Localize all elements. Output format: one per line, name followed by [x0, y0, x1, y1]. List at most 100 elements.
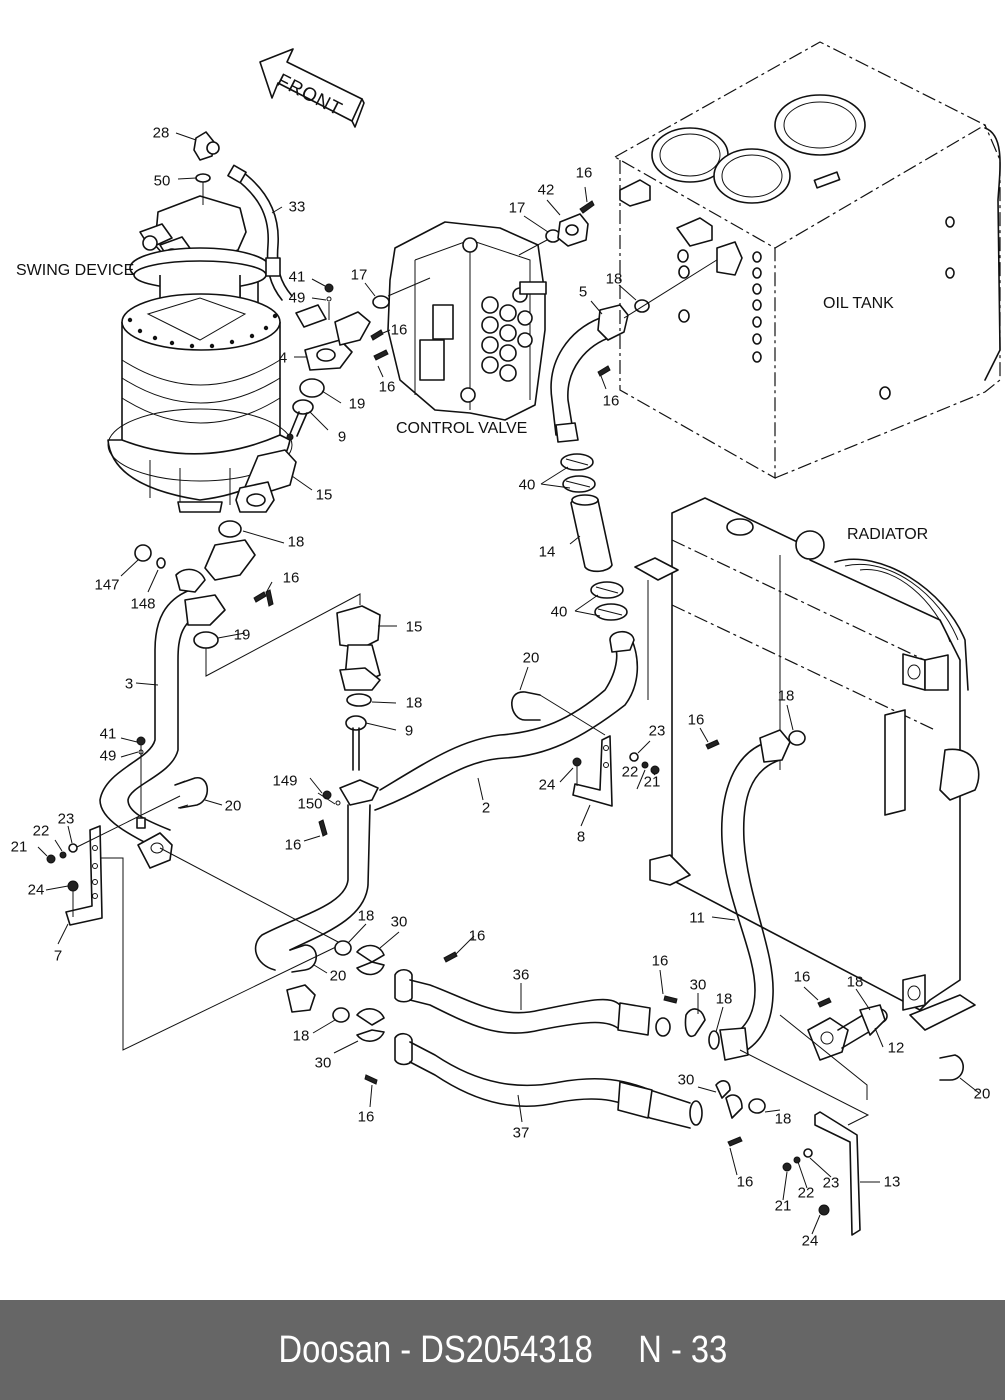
callout-49[interactable]: 49: [99, 747, 117, 765]
callout-20[interactable]: 20: [522, 649, 540, 667]
callout-41[interactable]: 41: [99, 725, 117, 743]
callout-15[interactable]: 15: [405, 618, 423, 636]
callout-14[interactable]: 14: [538, 543, 556, 561]
callout-9[interactable]: 9: [404, 722, 414, 740]
pipe-2: [374, 630, 639, 811]
callout-33[interactable]: 33: [288, 198, 306, 216]
pipe-joint-lower-center: [254, 779, 379, 971]
callout-21[interactable]: 21: [643, 773, 661, 791]
control-valve-drawing: [387, 221, 547, 421]
callout-4[interactable]: 4: [278, 349, 288, 367]
callout-23[interactable]: 23: [57, 810, 75, 828]
callout-50[interactable]: 50: [153, 172, 171, 190]
callout-18[interactable]: 18: [292, 1027, 310, 1045]
callout-12[interactable]: 12: [887, 1039, 905, 1057]
callout-8[interactable]: 8: [576, 828, 586, 846]
callout-16[interactable]: 16: [575, 164, 593, 182]
callout-49[interactable]: 49: [288, 289, 306, 307]
callout-20[interactable]: 20: [329, 967, 347, 985]
callout-28[interactable]: 28: [152, 124, 170, 142]
callout-24[interactable]: 24: [801, 1232, 819, 1250]
callout-149[interactable]: 149: [272, 772, 298, 790]
hose-clamps-40-upper: [560, 453, 596, 493]
callout-18[interactable]: 18: [357, 907, 375, 925]
callout-24[interactable]: 24: [27, 881, 45, 899]
callout-20[interactable]: 20: [224, 797, 242, 815]
callout-18[interactable]: 18: [777, 687, 795, 705]
diagram-line-art: [37, 41, 1001, 1236]
callout-21[interactable]: 21: [774, 1197, 792, 1215]
callout-16[interactable]: 16: [602, 392, 620, 410]
callout-30[interactable]: 30: [689, 976, 707, 994]
callout-16[interactable]: 16: [378, 378, 396, 396]
callout-30[interactable]: 30: [390, 913, 408, 931]
callout-40[interactable]: 40: [550, 603, 568, 621]
rubber-hose-14: [570, 494, 613, 573]
callout-22[interactable]: 22: [797, 1184, 815, 1202]
hose-33: [227, 164, 327, 328]
footer-title: Doosan - DS2054318 N - 33: [278, 1329, 727, 1372]
callout-23[interactable]: 23: [822, 1174, 840, 1192]
callout-18[interactable]: 18: [846, 973, 864, 991]
callout-24[interactable]: 24: [538, 776, 556, 794]
callout-21[interactable]: 21: [10, 838, 28, 856]
callout-22[interactable]: 22: [621, 763, 639, 781]
callout-17[interactable]: 17: [350, 266, 368, 284]
reducer-15-upper: [235, 449, 297, 513]
callout-20[interactable]: 20: [973, 1085, 991, 1103]
callout-11[interactable]: 11: [689, 909, 705, 927]
callout-2[interactable]: 2: [481, 799, 491, 817]
callout-22[interactable]: 22: [32, 822, 50, 840]
callout-19[interactable]: 19: [348, 395, 366, 413]
callout-42[interactable]: 42: [537, 181, 555, 199]
callout-23[interactable]: 23: [648, 722, 666, 740]
callout-16[interactable]: 16: [687, 711, 705, 729]
callout-40[interactable]: 40: [518, 476, 536, 494]
callout-16[interactable]: 16: [390, 321, 408, 339]
callout-7[interactable]: 7: [53, 947, 63, 965]
footer-brand: Doosan: [278, 1328, 391, 1371]
callout-37[interactable]: 37: [512, 1124, 530, 1142]
callout-3[interactable]: 3: [124, 675, 134, 693]
callout-18[interactable]: 18: [405, 694, 423, 712]
callout-16[interactable]: 16: [651, 952, 669, 970]
hose-36: [394, 968, 671, 1037]
footer-gap: [592, 1329, 637, 1371]
bolts-16: [253, 329, 832, 1147]
u-bolt-20-lower: [286, 944, 318, 1013]
callout-16[interactable]: 16: [284, 836, 302, 854]
callout-36[interactable]: 36: [512, 966, 530, 984]
callout-41[interactable]: 41: [288, 268, 306, 286]
hose-37: [394, 1032, 703, 1129]
footer-separator: -: [390, 1328, 420, 1371]
callout-5[interactable]: 5: [578, 283, 588, 301]
callout-17[interactable]: 17: [508, 199, 526, 217]
callout-18[interactable]: 18: [287, 533, 305, 551]
callout-150[interactable]: 150: [297, 795, 323, 813]
o-ring-148: [156, 557, 166, 569]
callout-148[interactable]: 148: [130, 595, 156, 613]
callout-18[interactable]: 18: [715, 990, 733, 1008]
swing-device-label: SWING DEVICE: [16, 262, 135, 279]
callout-18[interactable]: 18: [774, 1110, 792, 1128]
u-bolt-20: [174, 777, 209, 809]
callout-30[interactable]: 30: [314, 1054, 332, 1072]
callout-16[interactable]: 16: [468, 927, 486, 945]
callout-9[interactable]: 9: [337, 428, 347, 446]
pipe-12: [807, 1004, 886, 1061]
callout-18[interactable]: 18: [605, 270, 623, 288]
callout-30[interactable]: 30: [677, 1071, 695, 1089]
front-arrow-icon: [259, 48, 365, 128]
callout-19[interactable]: 19: [233, 626, 251, 644]
callout-16[interactable]: 16: [736, 1173, 754, 1191]
parts-diagram: FRONT SWING DEVICE CONTROL VALVE OIL TAN…: [10, 41, 1001, 1250]
callout-16[interactable]: 16: [793, 968, 811, 986]
o-ring-19b: [193, 631, 219, 649]
bracket-7: [46, 795, 181, 926]
callout-147[interactable]: 147: [94, 576, 120, 594]
callout-15[interactable]: 15: [315, 486, 333, 504]
hose-clamps-40-lower: [590, 581, 628, 621]
callout-16[interactable]: 16: [357, 1108, 375, 1126]
callout-13[interactable]: 13: [883, 1173, 901, 1191]
callout-16[interactable]: 16: [282, 569, 300, 587]
